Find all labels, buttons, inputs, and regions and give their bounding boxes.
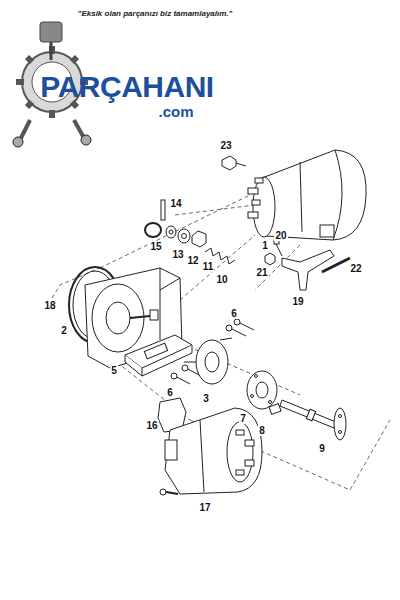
tagline: "Eksik olan parçanızı biz tamamlayalım." [78,10,233,19]
callout-number: 17 [198,502,211,513]
callout-number: 16 [145,420,158,431]
callout-number: 22 [349,263,362,274]
callout-number: 18 [43,300,56,311]
shaft [280,400,346,440]
callout-number: 3 [202,393,210,404]
callout-number: 15 [149,241,162,252]
bracket [265,240,350,290]
callout-number: 6 [166,387,174,398]
callout-number: 7 [239,413,247,424]
reluctor [247,371,281,414]
callout-number: 19 [291,296,304,307]
callout-number: 13 [171,249,184,260]
callout-number: 2 [60,325,68,336]
callout-number: 14 [169,198,182,209]
screws [171,319,254,384]
lower-cap [160,408,262,495]
callout-number: 1 [261,240,269,251]
ignition-module [125,335,192,376]
callout-number: 9 [318,443,326,454]
distributor-cap [248,150,366,240]
callout-number: 6 [230,308,238,319]
brand-name: PARÇAHANI [40,70,213,103]
callout-number: 10 [215,274,228,285]
callout-number: 23 [219,140,232,151]
callout-number: 11 [202,261,215,272]
callout-number: 8 [258,425,266,436]
bolt [222,156,246,170]
callout-number: 12 [186,255,199,266]
callout-number: 21 [255,267,268,278]
callout-number: 20 [274,230,287,241]
pickup-coil [184,338,232,384]
brand-domain: .com [158,104,193,121]
callout-number: 5 [110,365,118,376]
